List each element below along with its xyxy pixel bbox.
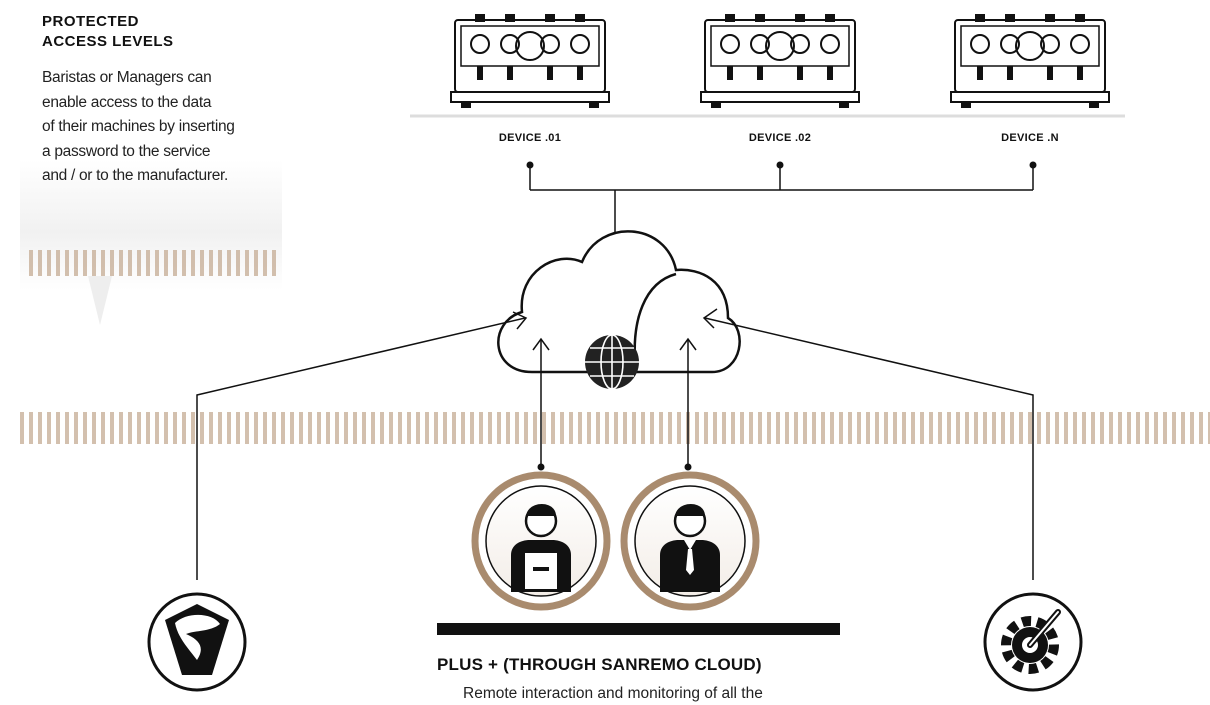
sanremo-logo-icon — [147, 592, 247, 692]
service-gear-icon — [983, 592, 1083, 692]
barista-avatar-icon — [471, 471, 611, 611]
description-line: Baristas or Managers can — [42, 69, 212, 86]
manager-avatar-icon — [620, 471, 760, 611]
connector-dot — [684, 463, 692, 471]
device-2-label: DEVICE .02 — [748, 132, 812, 144]
device-2-machine-icon — [700, 13, 860, 109]
access-levels-description: Baristas or Managers can enable access t… — [42, 66, 282, 189]
access-levels-title: PROTECTED ACCESS LEVELS — [42, 12, 174, 52]
description-line: enable access to the data — [42, 93, 212, 111]
access-levels-panel — [20, 0, 282, 290]
device-1-machine-icon — [450, 13, 610, 109]
device-n-machine-icon — [950, 13, 1110, 109]
panel-pointer — [88, 276, 112, 325]
plus-section-text: Remote interaction and monitoring of all… — [463, 685, 763, 702]
decorative-stripe-panel — [28, 250, 280, 276]
device-node-dot — [776, 161, 784, 169]
decorative-stripe-band — [20, 412, 1210, 444]
description-line: and / or to the manufacturer. — [42, 167, 229, 184]
cloud-connectors — [196, 308, 1034, 580]
description-line: of their machines by inserting — [42, 118, 235, 135]
connector-dot — [537, 463, 545, 471]
description-line: a password to the service — [42, 142, 211, 160]
www-globe-icon — [585, 334, 639, 390]
device-n-label: DEVICE .N — [1001, 132, 1059, 144]
device-node-dot — [526, 161, 534, 169]
access-levels-title-line2: ACCESS LEVELS — [42, 33, 174, 50]
device-node-dot — [1029, 161, 1037, 169]
section-divider-bar — [437, 623, 840, 635]
cloud-icon — [497, 230, 741, 374]
access-levels-title-line1: PROTECTED — [42, 13, 140, 30]
device-1-label: DEVICE .01 — [498, 132, 562, 144]
plus-section-title: PLUS + (THROUGH SANREMO CLOUD) — [437, 655, 762, 674]
